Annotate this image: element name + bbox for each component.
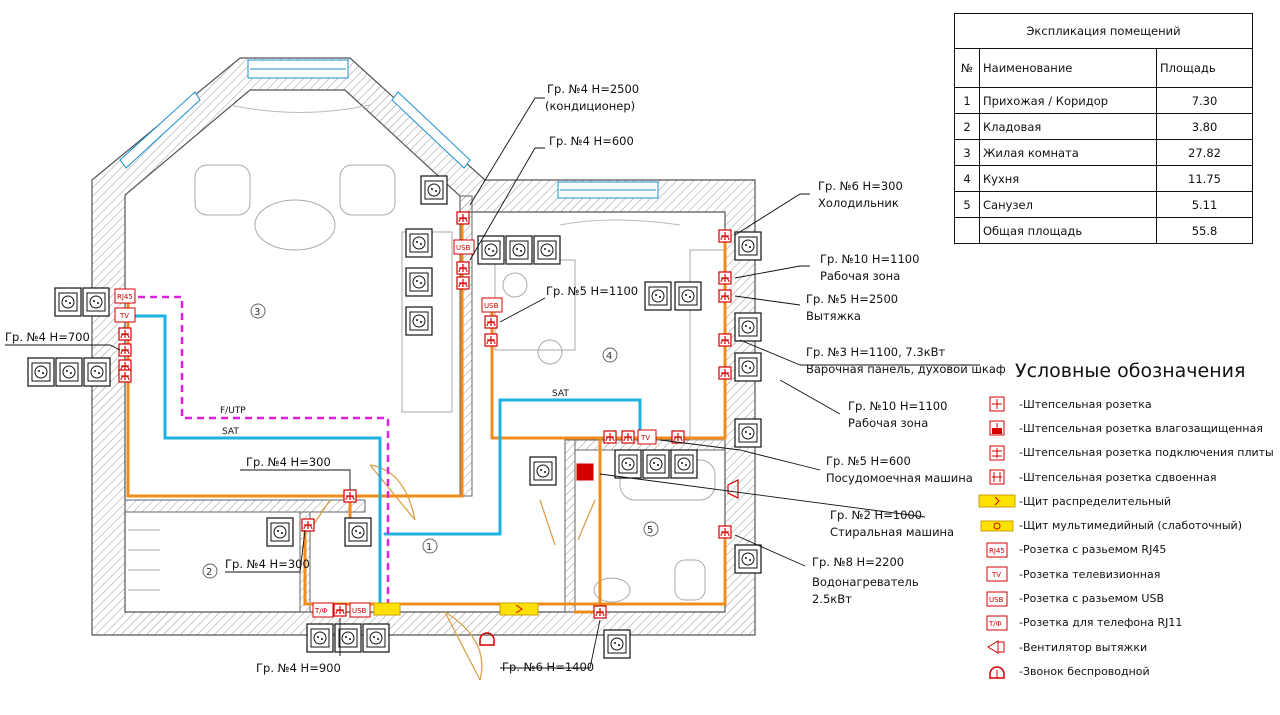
svg-text:Посудомоечная машина: Посудомоечная машина: [826, 471, 973, 485]
svg-text:Водонагреватель: Водонагреватель: [812, 575, 919, 589]
svg-text:Гр. №10 Н=1100: Гр. №10 Н=1100: [820, 252, 919, 266]
header-no: №: [954, 48, 980, 88]
rj45-icon: RJ45: [975, 539, 1019, 561]
svg-text:Гр. №5 Н=600: Гр. №5 Н=600: [826, 454, 911, 468]
legend-item: -Штепсельная розетка сдвоенная: [975, 465, 1275, 489]
legend-item: -Штепсельная розетка: [975, 392, 1275, 416]
socket-wet-icon: [975, 417, 1019, 439]
svg-text:3: 3: [254, 307, 260, 318]
svg-text:5: 5: [647, 525, 653, 536]
svg-text:2: 2: [206, 567, 212, 578]
svg-text:USB: USB: [352, 607, 367, 615]
socket-codes: RJ45 TV USB USB TV Т/Ф USB: [114, 239, 739, 646]
svg-text:Гр. №2 Н=1000: Гр. №2 Н=1000: [830, 508, 922, 522]
svg-text:Гр. №8 Н=2200: Гр. №8 Н=2200: [812, 555, 904, 569]
header-name: Наименование: [979, 48, 1157, 88]
legend-item: -Штепсельная розетка подключения плиты: [975, 441, 1275, 465]
usb-icon: USB: [975, 588, 1019, 610]
svg-text:USB: USB: [989, 596, 1004, 604]
svg-text:Т/Ф: Т/Ф: [314, 607, 328, 615]
room-markers: 1 2 3 4 5: [202, 303, 659, 579]
svg-text:Гр. №6 Н=300: Гр. №6 Н=300: [818, 179, 903, 193]
legend-item: RJ45 -Розетка с разьемом RJ45: [975, 538, 1275, 562]
legend-item: -Штепсельная розетка влагозащищенная: [975, 416, 1275, 440]
svg-text:Гр. №5 Н=1100: Гр. №5 Н=1100: [546, 284, 638, 298]
legend-title: Условные обозначения: [1015, 360, 1246, 382]
svg-text:Рабочая зона: Рабочая зона: [820, 269, 900, 283]
sat-cable: [128, 314, 642, 606]
legend-item: TV -Розетка телевизионная: [975, 562, 1275, 586]
futp-label: F/UTP: [220, 406, 246, 416]
svg-text:Рабочая зона: Рабочая зона: [848, 416, 928, 430]
svg-text:Гр. №3 Н=1100, 7.3кВт: Гр. №3 Н=1100, 7.3кВт: [806, 345, 946, 359]
legend: Условные обозначения -Штепсельная розетк…: [975, 360, 1275, 684]
socket-double-icon: [975, 466, 1019, 488]
bell-icon: [975, 660, 1019, 682]
svg-text:4: 4: [606, 351, 612, 362]
legend-item: USB -Розетка с разьемом USB: [975, 586, 1275, 610]
tv-icon: TV: [975, 563, 1019, 585]
sat-label-1: SAT: [222, 427, 239, 437]
leader-lines: [5, 97, 980, 669]
svg-text:RJ45: RJ45: [117, 293, 133, 301]
svg-text:Гр. №4 Н=600: Гр. №4 Н=600: [549, 134, 634, 148]
legend-item: Т/Ф -Розетка для телефона RJ11: [975, 611, 1275, 635]
header-area: Площадь: [1156, 48, 1253, 88]
svg-text:Гр. №4 Н=300: Гр. №4 Н=300: [246, 455, 331, 469]
svg-text:TV: TV: [640, 434, 650, 442]
doors: [309, 464, 596, 681]
legend-item: -Щит мультимедийный (слаботочный): [975, 513, 1275, 537]
svg-text:Гр. №5 Н=2500: Гр. №5 Н=2500: [806, 292, 898, 306]
legend-item: -Звонок беспроводной: [975, 659, 1275, 683]
walls: [91, 57, 756, 636]
svg-text:USB: USB: [484, 302, 499, 310]
fan-icon: [975, 636, 1019, 658]
sockets: [118, 211, 732, 619]
svg-text:Гр. №10 Н=1100: Гр. №10 Н=1100: [848, 399, 947, 413]
svg-text:2.5кВт: 2.5кВт: [812, 592, 852, 606]
svg-text:TV: TV: [119, 312, 129, 320]
svg-text:RJ45: RJ45: [989, 547, 1005, 555]
svg-text:Т/Ф: Т/Ф: [988, 620, 1002, 628]
furniture: [128, 104, 726, 603]
svg-text:Гр. №6 Н=1400: Гр. №6 Н=1400: [502, 660, 594, 674]
socket-icon: [975, 393, 1019, 415]
phone-icon: Т/Ф: [975, 612, 1019, 634]
panel-icon: [975, 490, 1019, 512]
svg-text:Гр. №4 Н=900: Гр. №4 Н=900: [256, 661, 341, 675]
explication-title: Экспликация помещений: [954, 13, 1253, 49]
legend-item: -Вентилятор вытяжки: [975, 635, 1275, 659]
futp-cable: [138, 295, 390, 604]
legend-item: -Щит распределительный: [975, 489, 1275, 513]
media-panel-icon: [975, 515, 1019, 537]
svg-text:Стиральная машина: Стиральная машина: [830, 525, 954, 539]
svg-text:Холодильник: Холодильник: [818, 196, 899, 210]
svg-text:Гр. №4 Н=700: Гр. №4 Н=700: [5, 330, 90, 344]
socket-stove-icon: [975, 442, 1019, 464]
svg-text:USB: USB: [456, 244, 471, 252]
svg-text:Вытяжка: Вытяжка: [806, 309, 861, 323]
annotations: Гр. №4 Н=2500 (кондиционер) Гр. №4 Н=600…: [5, 82, 1006, 675]
svg-text:Гр. №4 Н=300: Гр. №4 Н=300: [225, 557, 310, 571]
svg-text:Гр. №4 Н=2500: Гр. №4 Н=2500: [547, 82, 639, 96]
sat-label-2: SAT: [552, 389, 569, 399]
explication-table: Экспликация помещений № Наименование Пло…: [954, 13, 1253, 244]
svg-text:1: 1: [426, 542, 432, 553]
svg-text:(кондиционер): (кондиционер): [545, 99, 635, 113]
svg-text:TV: TV: [991, 571, 1001, 579]
svg-text:Варочная панель, духовой шкаф: Варочная панель, духовой шкаф: [806, 362, 1006, 376]
